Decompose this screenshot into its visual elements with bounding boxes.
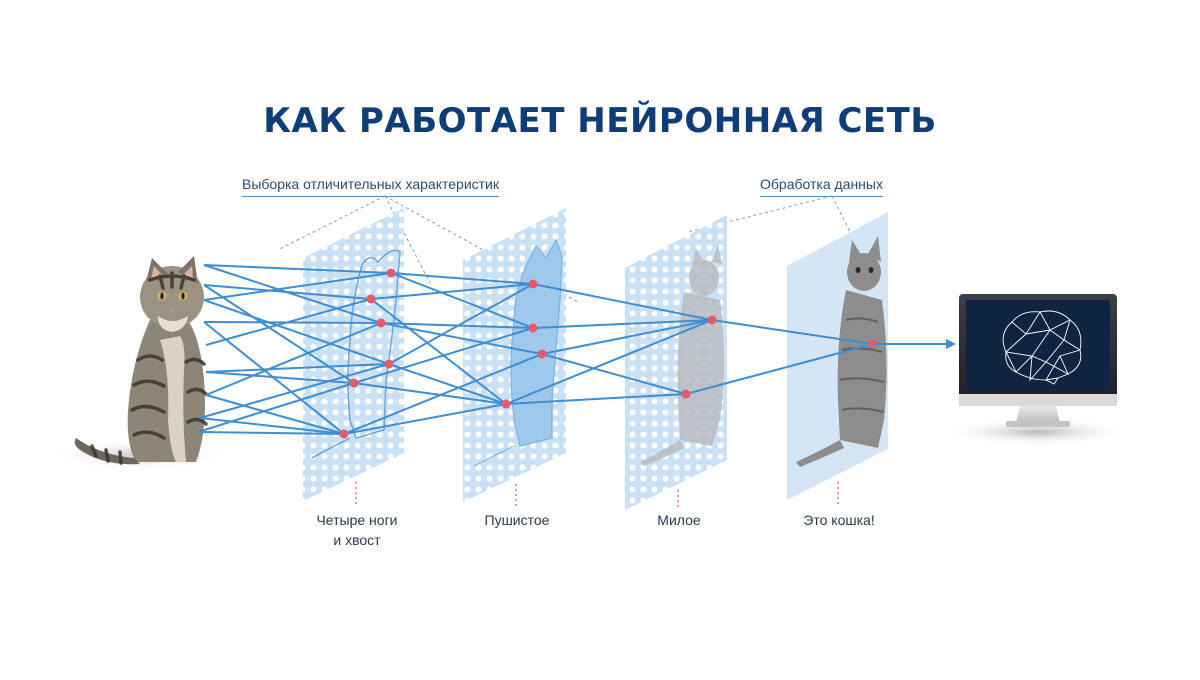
connection-line: [711, 319, 874, 345]
layer-panel-2: [463, 208, 566, 502]
connection-line: [205, 298, 372, 346]
connection-line: [197, 431, 345, 435]
monitor-brain-icon: [943, 294, 1133, 446]
layer-label-1-line2: и хвост: [333, 532, 381, 548]
connection-line: [541, 353, 687, 395]
connection-line: [370, 298, 507, 405]
connection-line: [203, 264, 392, 274]
layer-panel-3: [625, 215, 727, 510]
connection-line: [541, 319, 713, 355]
connection-line: [532, 319, 713, 329]
output-arrow: [873, 339, 956, 349]
connection-line: [505, 319, 713, 405]
connection-line: [370, 283, 534, 300]
connection-line: [353, 382, 507, 405]
brain-icon: [1002, 310, 1082, 385]
layer-label-2-line1: Пушистое: [484, 512, 550, 528]
feature-node: [384, 359, 394, 369]
connection-line: [505, 393, 687, 405]
feature-node: [339, 429, 349, 439]
connection-line: [203, 321, 382, 324]
page-title: КАК РАБОТАЕТ НЕЙРОННАЯ СЕТЬ: [263, 101, 937, 141]
layer-label-2: Пушистое: [437, 510, 597, 530]
feature-nodes: [339, 268, 878, 439]
connection-line: [388, 363, 507, 405]
feature-node: [386, 268, 396, 278]
feature-node: [501, 399, 511, 409]
layer-label-1-line1: Четыре ноги: [316, 512, 398, 528]
connection-line: [197, 382, 355, 433]
layer-label-4-line1: Это кошка!: [803, 512, 875, 528]
feature-node: [376, 318, 386, 328]
feature-extraction-label: Выборка отличительных характеристик: [242, 176, 499, 197]
connection-lines: [197, 264, 874, 435]
layer-label-3: Милое: [599, 510, 759, 530]
feature-node: [537, 349, 547, 359]
feature-node: [528, 279, 538, 289]
feature-node: [366, 294, 376, 304]
layer-label-4: Это кошка!: [759, 510, 919, 530]
annotation-connectors: [277, 195, 853, 303]
connection-line: [205, 322, 382, 396]
feature-node: [707, 315, 717, 325]
connection-line: [199, 363, 390, 419]
connection-line: [390, 272, 534, 285]
connection-line: [203, 272, 392, 301]
layer-label-1: Четыре ноги и хвост: [277, 510, 437, 550]
connection-line: [685, 343, 874, 395]
feature-node: [528, 323, 538, 333]
connection-line: [205, 363, 390, 373]
layer-drop-lines: [355, 482, 839, 508]
connection-line: [203, 299, 390, 365]
connection-line: [205, 394, 345, 435]
layer-label-3-line1: Милое: [657, 512, 701, 528]
connection-line: [390, 272, 534, 329]
layer-panel-1: [303, 208, 404, 501]
connection-line: [343, 403, 507, 435]
connection-line: [388, 283, 534, 365]
connection-line: [532, 283, 713, 321]
connection-line: [203, 284, 372, 300]
connection-line: [343, 353, 543, 435]
data-processing-label: Обработка данных: [760, 176, 883, 197]
connection-line: [199, 417, 345, 435]
feature-node: [349, 378, 359, 388]
layer-panel-4: [787, 212, 888, 500]
feature-node: [681, 389, 691, 399]
cat-photo: [50, 256, 230, 471]
connection-line: [203, 264, 382, 324]
